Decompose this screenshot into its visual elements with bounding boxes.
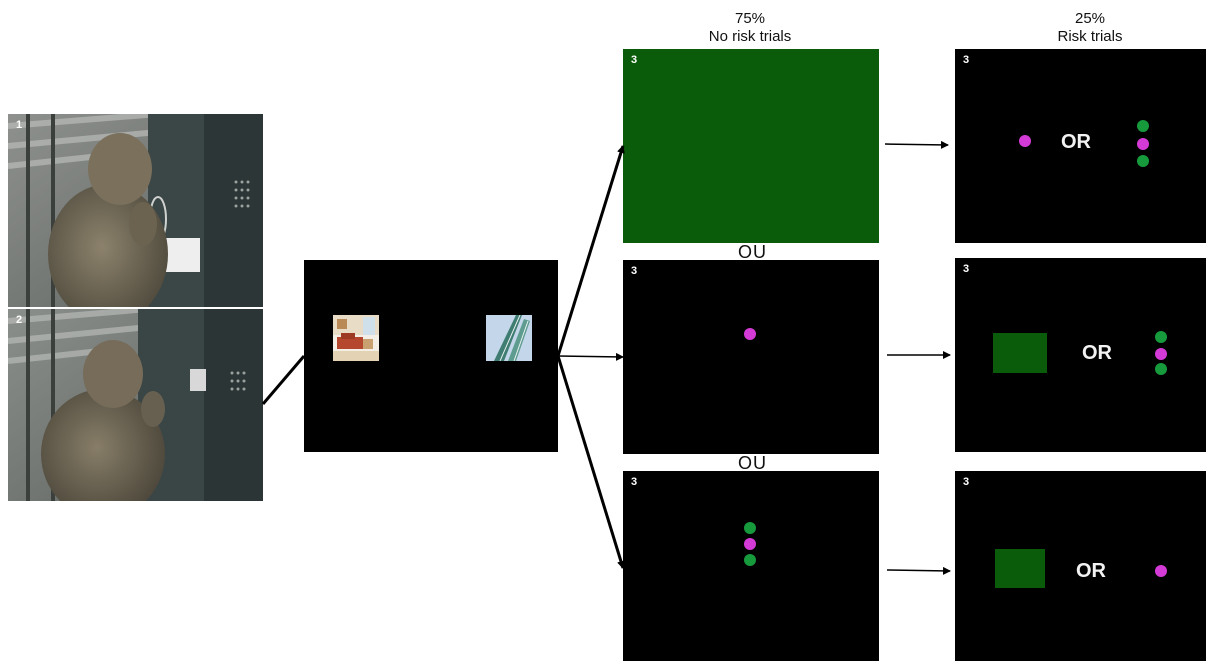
risk-1-or-label: OR — [1061, 131, 1091, 153]
no-risk-panel-2-number: 3 — [631, 265, 638, 277]
tower-image — [486, 315, 532, 361]
no-risk-label: No risk trials — [708, 28, 792, 45]
photo-baboon-1: 1 — [8, 114, 263, 307]
risk-header: 25% Risk trials — [1030, 10, 1150, 46]
arrow-to-no-risk-1 — [556, 145, 625, 357]
magenta-dot-middle — [744, 538, 756, 550]
no-risk-panel-magenta-dot: 3 — [623, 260, 879, 454]
risk-percent: 25% — [1074, 10, 1106, 27]
no-risk-percent: 75% — [734, 10, 766, 27]
arrow-to-no-risk-2 — [557, 352, 624, 361]
choice-panel — [304, 260, 558, 452]
baboon-photo-1-image — [8, 114, 263, 307]
risk-3-magenta-dot — [1155, 565, 1167, 577]
risk-1-green-dot-top — [1137, 120, 1149, 132]
risk-panel-2: 3 OR — [955, 258, 1206, 452]
risk-2-green-dot-bottom — [1155, 363, 1167, 375]
risk-2-or-label: OR — [1082, 342, 1112, 364]
risk-1-magenta-dot-middle — [1137, 138, 1149, 150]
no-risk-panel-green-screen: 3 — [623, 49, 879, 243]
risk-1-green-dot-bottom — [1137, 155, 1149, 167]
ou-separator-1: OU — [738, 242, 767, 262]
arrow-to-risk-1 — [884, 140, 949, 149]
interior-image-stimulus — [333, 315, 379, 361]
ou-separator-2: OU — [738, 453, 767, 473]
risk-3-green-rectangle — [995, 549, 1045, 588]
green-dot-bottom — [744, 554, 756, 566]
risk-2-green-rectangle — [993, 333, 1047, 373]
risk-panel-3-number: 3 — [963, 476, 970, 488]
risk-1-magenta-dot — [1019, 135, 1031, 147]
no-risk-header: 75% No risk trials — [690, 10, 810, 46]
arrow-to-risk-3 — [886, 566, 951, 575]
green-dot-top — [744, 522, 756, 534]
no-risk-panel-1-number: 3 — [631, 54, 638, 66]
room-image — [333, 315, 379, 361]
baboon-photo-2-image — [8, 309, 263, 501]
risk-2-green-dot-top — [1155, 331, 1167, 343]
risk-3-or-label: OR — [1076, 560, 1106, 582]
outdoor-image-stimulus — [486, 315, 532, 361]
photo-baboon-2: 2 — [8, 309, 263, 501]
arrow-to-no-risk-3 — [556, 355, 625, 569]
risk-panel-1: 3 OR — [955, 49, 1206, 243]
risk-panel-2-number: 3 — [963, 263, 970, 275]
magenta-dot — [744, 328, 756, 340]
photo-to-choice-connector — [261, 355, 306, 405]
risk-2-magenta-dot-middle — [1155, 348, 1167, 360]
risk-panel-1-number: 3 — [963, 54, 970, 66]
photo-2-number: 2 — [16, 314, 23, 326]
risk-label: Risk trials — [1057, 28, 1123, 45]
no-risk-panel-dot-stack: 3 — [623, 471, 879, 661]
no-risk-panel-3-number: 3 — [631, 476, 638, 488]
risk-panel-3: 3 OR — [955, 471, 1206, 661]
photo-1-number: 1 — [16, 119, 23, 131]
